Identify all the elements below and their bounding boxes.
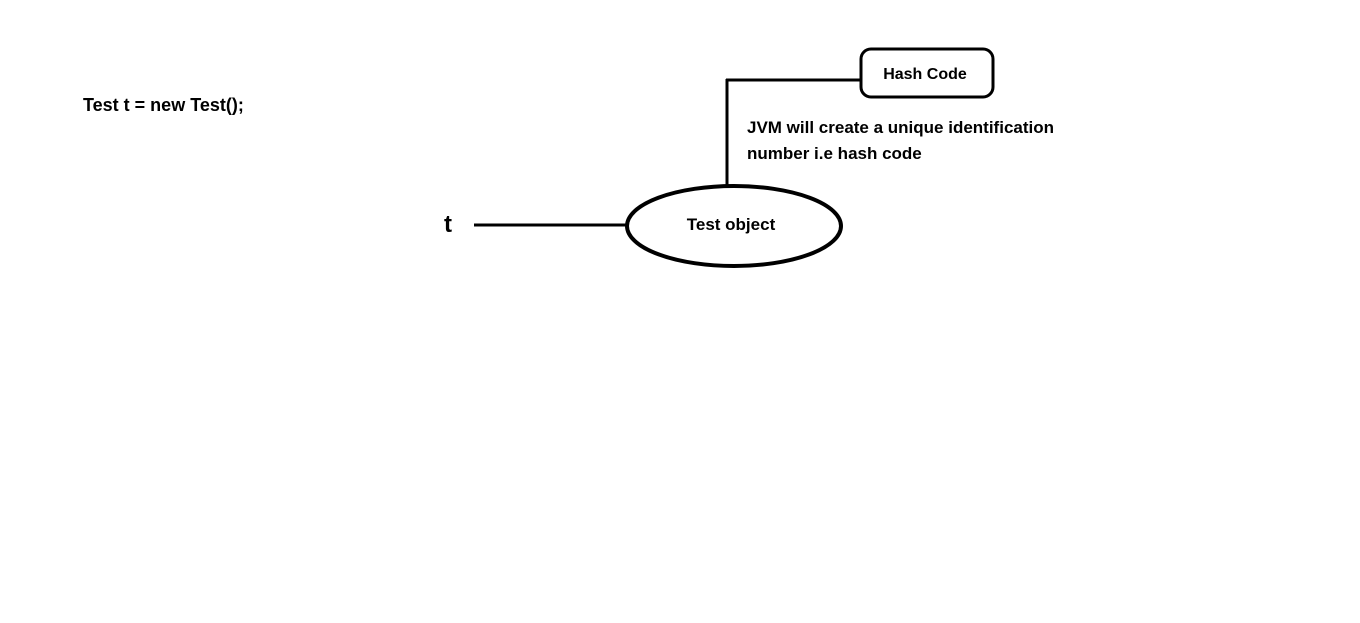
reference-variable-label: t bbox=[444, 211, 452, 238]
hash-code-label: Hash Code bbox=[883, 66, 967, 83]
annotation-line-1: JVM will create a unique identification bbox=[747, 118, 1054, 137]
test-object-ellipse bbox=[625, 184, 843, 268]
annotation-line-2: number i.e hash code bbox=[747, 144, 922, 163]
code-statement: Test t = new Test(); bbox=[83, 95, 244, 115]
test-object-label: Test object bbox=[687, 215, 776, 234]
hash-code-box bbox=[859, 47, 995, 99]
